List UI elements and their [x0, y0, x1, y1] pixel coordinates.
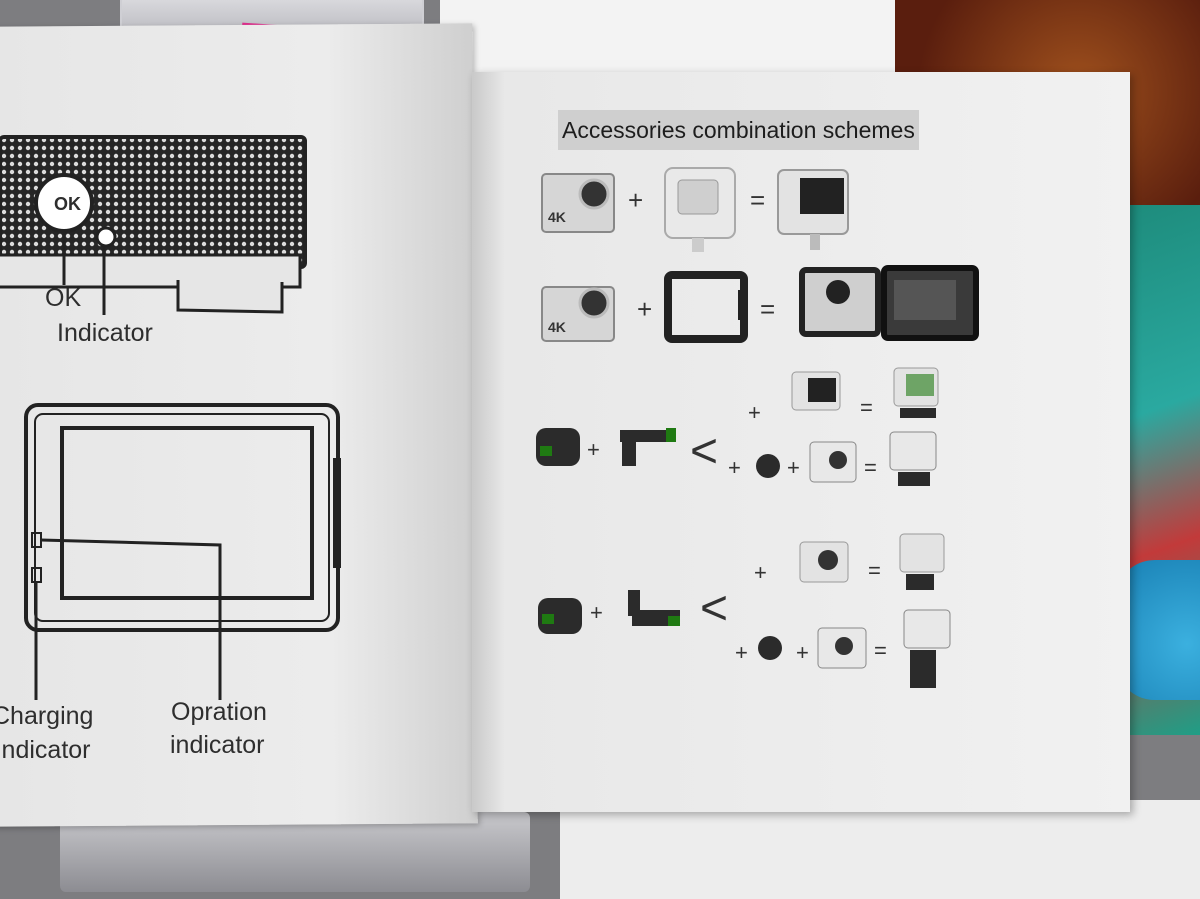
- camera-icon: [541, 173, 615, 233]
- adhesive-mount-icon: [538, 598, 582, 634]
- charging-label-line2: indicator: [0, 736, 91, 764]
- equals-sign: =: [760, 294, 776, 324]
- j-hook-mount-icon: [628, 590, 680, 626]
- plus-sign: +: [796, 640, 809, 665]
- camera-front-diagram: [0, 135, 307, 315]
- equals-sign: =: [874, 638, 887, 663]
- camera-diagrams: [0, 135, 341, 700]
- camera-in-frame-icon: [799, 265, 979, 341]
- charging-label-line1: Charging: [0, 702, 94, 730]
- branch-symbol: <: [700, 582, 729, 635]
- plus-sign: +: [637, 294, 653, 324]
- ball-joint-icon: [756, 454, 780, 478]
- charging-led-icon: [31, 532, 42, 548]
- plus-sign: +: [735, 640, 748, 665]
- camera-in-case-icon: [791, 371, 841, 411]
- equals-sign: =: [864, 455, 877, 480]
- camera-badge: 4K: [548, 209, 566, 225]
- camera-badge: 4K: [548, 319, 566, 335]
- ok-button-text: OK: [54, 194, 81, 214]
- equals-sign: =: [860, 395, 873, 420]
- page-title: Accessories combination schemes: [558, 110, 919, 150]
- plus-sign: +: [590, 600, 603, 625]
- plus-sign: +: [628, 185, 644, 215]
- ball-joint-icon: [758, 636, 782, 660]
- indicator-label: Indicator: [57, 319, 153, 347]
- indicator-light-icon: [95, 226, 117, 248]
- equals-sign: =: [750, 185, 766, 215]
- equals-sign: =: [868, 558, 881, 583]
- extension-arm-icon: [620, 428, 676, 466]
- camera-back-diagram: [24, 403, 341, 700]
- plus-sign: +: [587, 437, 600, 462]
- camera-icon: [541, 286, 615, 342]
- frame-mount-icon: [664, 271, 748, 343]
- plus-sign: +: [754, 560, 767, 585]
- camera-icon: [799, 541, 849, 583]
- mounted-camera-icon: [889, 431, 937, 486]
- waterproof-case-icon: [664, 167, 736, 252]
- accessory-illustrations: [536, 167, 979, 688]
- adhesive-mount-icon: [536, 428, 580, 466]
- ok-label: OK: [45, 284, 82, 312]
- plus-sign: +: [748, 400, 761, 425]
- operation-label-line1: Opration: [171, 698, 267, 726]
- plus-sign: +: [787, 455, 800, 480]
- branch-symbol: <: [690, 425, 719, 478]
- camera-icon: [817, 627, 867, 669]
- mounted-camera-icon: [893, 367, 939, 418]
- operation-label-line2: indicator: [170, 731, 265, 759]
- operation-led-icon: [31, 567, 42, 583]
- plus-sign: +: [728, 455, 741, 480]
- white-box-bottom: [560, 800, 1200, 899]
- camera-in-case-icon: [777, 169, 849, 250]
- mounted-camera-icon: [903, 609, 951, 688]
- camera-icon: [809, 441, 857, 483]
- mounted-camera-icon: [899, 533, 945, 590]
